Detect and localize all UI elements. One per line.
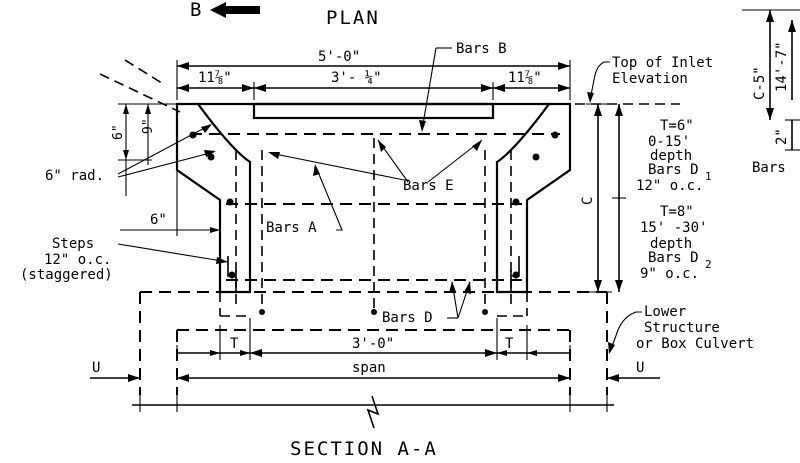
t6-depth: depth <box>650 148 692 164</box>
lower-label-1: Lower <box>644 304 686 320</box>
left-offset-label: 11⅞" <box>198 70 232 86</box>
bars-a-label: Bars A <box>266 220 317 236</box>
side-view: C-5" 14'-7" 2" Bars <box>742 9 800 176</box>
u-right-label: U <box>636 360 644 376</box>
plan-header: B PLAN <box>190 0 380 29</box>
left-wall <box>175 102 252 294</box>
t8-label: T=8" <box>660 204 694 220</box>
t8-depth: depth <box>650 236 692 252</box>
u-left-label: U <box>92 360 100 376</box>
span-dim: span <box>177 360 570 382</box>
section-title: SECTION A-A <box>290 438 438 460</box>
t6-spacing: 12" o.c. <box>636 178 703 194</box>
t8-range: 15' -30' <box>640 220 707 236</box>
t6-bars-sub: 1 <box>705 170 712 183</box>
t8-bars: Bars D <box>648 250 699 266</box>
dim-t-left: T <box>230 336 239 352</box>
steps-label-3: (staggered) <box>20 267 113 283</box>
top-of-inlet-label-1: Top of Inlet <box>612 55 713 71</box>
thickness-notes: T=6" 0-15' depth Bars D 1 12" o.c. T=8" … <box>612 104 712 292</box>
steps-callout: Steps 12" o.c. (staggered) <box>20 236 229 283</box>
side-14ft7-label: 14'-7" <box>774 41 790 92</box>
rad-label: 6" rad. <box>45 168 104 184</box>
span-label: span <box>352 360 386 376</box>
top-dimensions: 5'-0" 11⅞" 3'- ¼" 11⅞" <box>176 49 571 100</box>
section-marker-b: B <box>190 0 203 21</box>
rebar-horizontal <box>190 133 560 281</box>
u-arrows: U U <box>90 360 660 382</box>
right-offset-label: 11⅞" <box>508 70 542 86</box>
dim-t-right: T <box>505 336 514 352</box>
bars-d-label: Bars D <box>382 310 433 326</box>
section-arrow-icon <box>210 2 260 18</box>
bottom-t-dims: T T 3'-0" <box>176 318 571 360</box>
bars-a-callout: Bars A <box>266 164 343 236</box>
bars-e-label: Bars E <box>403 178 454 194</box>
t6-range: 0-15' <box>648 134 690 150</box>
section-cut-line-2 <box>124 59 166 86</box>
dim-6in-horizontal: 6" <box>150 212 167 228</box>
lower-label-3: or Box Culvert <box>636 336 754 352</box>
lower-label-2: Structure <box>644 320 720 336</box>
lower-structure-callout: Lower Structure or Box Culvert <box>608 304 754 354</box>
dim-3ft-label: 3'-0" <box>352 336 394 352</box>
right-wall <box>495 102 572 294</box>
inlet-structure <box>175 102 572 294</box>
steps <box>227 256 520 277</box>
bars-e-callout: Bars E <box>268 139 483 194</box>
t8-bars-sub: 2 <box>705 258 712 271</box>
dim-c-label: C <box>580 197 596 205</box>
break-symbol <box>366 395 380 429</box>
section-cut-line <box>99 73 181 113</box>
overall-width-label: 5'-0" <box>318 49 360 65</box>
dim-6in-vertical: 6" <box>111 124 126 140</box>
bars-b-label: Bars B <box>456 41 507 57</box>
rebar-vertical <box>235 138 512 310</box>
center-width-label: 3'- ¼" <box>331 70 382 86</box>
horizontal-6in-dim: 6" <box>120 170 220 236</box>
bars-b-callout: Bars B <box>419 41 507 132</box>
dim-9in-vertical: 9" <box>141 118 156 134</box>
bars-d-callout: Bars D <box>382 281 471 326</box>
side-bars-label: Bars <box>752 160 786 176</box>
steps-label-2: 12" o.c. <box>44 252 111 268</box>
plan-title: PLAN <box>326 7 380 29</box>
t6-label: T=6" <box>660 118 694 134</box>
steps-label-1: Steps <box>52 236 94 252</box>
top-of-inlet-callout: Top of Inlet Elevation <box>587 55 713 103</box>
t6-bars: Bars D <box>648 162 699 178</box>
top-of-inlet-label-2: Elevation <box>612 71 688 87</box>
bottom-dim-line <box>132 395 614 429</box>
dim-c: C <box>580 103 612 293</box>
side-2in-label: 2" <box>774 128 790 145</box>
t8-spacing: 9" o.c. <box>640 266 699 282</box>
grate-opening <box>252 102 495 120</box>
rad-callout: 6" rad. <box>45 124 216 184</box>
side-c5-label: C-5" <box>752 66 768 100</box>
left-vertical-dims: 6" 9" <box>111 103 176 196</box>
